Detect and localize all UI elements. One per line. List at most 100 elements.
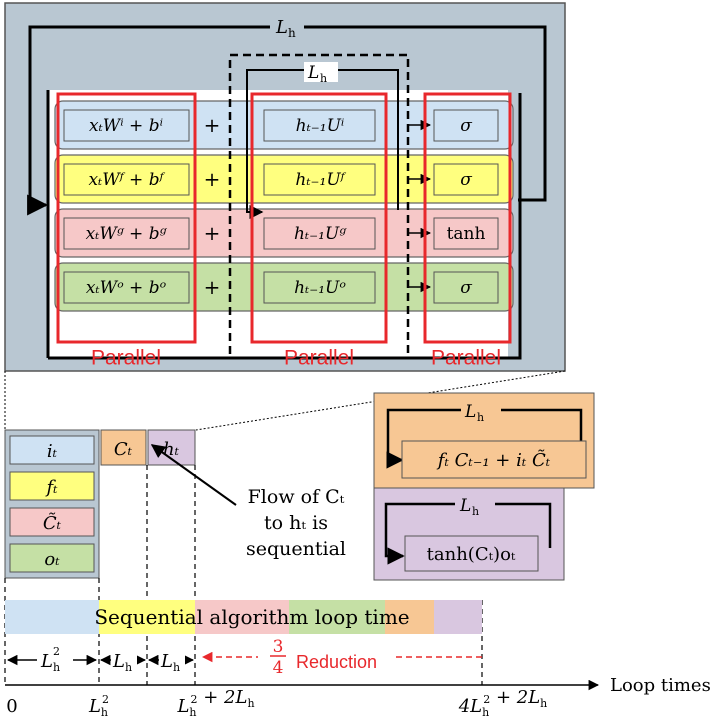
- hidden-update-loop-sub: h: [472, 505, 479, 518]
- gate-stack-label: fₜ: [44, 477, 58, 498]
- bar-seg-yellow: [99, 600, 195, 634]
- parallel-box-input: [56, 92, 197, 344]
- svg-text:2: 2: [53, 645, 60, 658]
- bar-seg-pink: [195, 600, 289, 634]
- gate-stack: iₜ fₜC̃ₜ oₜ: [4, 429, 100, 579]
- activation-box: [433, 271, 499, 304]
- recurrent-term-text: hₜ₋₁Uⁱ: [296, 116, 345, 136]
- recurrent-term-box: [263, 109, 376, 142]
- parallel-label-input: Parallel: [91, 346, 161, 369]
- axis-label: Loop times: [610, 675, 711, 696]
- input-term-text: xₜWᶠ + bᶠ: [88, 170, 165, 190]
- activation-box: [433, 217, 499, 250]
- input-term-box: [63, 109, 190, 142]
- input-term-text: xₜWᵒ + bᵒ: [86, 278, 167, 298]
- input-term-text: xₜWᵍ + bᵍ: [86, 224, 168, 244]
- recurrent-term-box: [263, 217, 376, 250]
- outer-loop-return: [518, 196, 547, 202]
- seg-label-2: L h: [111, 650, 137, 674]
- plus-operator: +: [204, 167, 221, 191]
- recurrent-term-text: hₜ₋₁Uᵍ: [294, 224, 347, 244]
- svg-text:L: L: [160, 651, 173, 672]
- outer-loop-label: L h: [270, 16, 304, 40]
- activation-box: [433, 109, 499, 142]
- cell-state-label: Cₜ: [114, 439, 133, 460]
- recurrent-term-text: hₜ₋₁Uᵒ: [294, 278, 346, 298]
- recurrent-term-box: [263, 271, 376, 304]
- gate-stack-item: [9, 435, 95, 465]
- seg-label-3: L h: [159, 650, 185, 674]
- activation-text: tanh: [447, 224, 486, 244]
- cell-update-panel: L h fₜ Cₜ₋₁ + iₜ C̃ₜ: [373, 392, 595, 489]
- bar-seg-orange: [385, 600, 434, 634]
- svg-text:L: L: [40, 651, 53, 672]
- input-term-box: [63, 217, 190, 250]
- panel-base-loop: [46, 90, 522, 360]
- cell-update-loop: [386, 408, 583, 469]
- hidden-update-formula: tanh(Cₜ)oₜ: [427, 544, 516, 565]
- outer-loop-arrow: [27, 25, 547, 216]
- gate-stack-label: oₜ: [44, 549, 60, 570]
- hidden-update-loop-main: L: [459, 496, 471, 516]
- cell-update-formula: fₜ Cₜ₋₁ + iₜ C̃ₜ: [436, 449, 551, 471]
- outer-loop-label-main: L: [275, 17, 288, 38]
- inner-loop-label-sub: h: [320, 72, 327, 85]
- parallel-label-recurrent: Parallel: [284, 346, 354, 369]
- gate-row: xₜWᵒ + bᵒ + hₜ₋₁Uᵒ σ: [54, 262, 514, 312]
- svg-text:h: h: [53, 661, 60, 674]
- parallel-box-activation: [423, 92, 512, 344]
- plus-operator: +: [204, 221, 221, 245]
- gate-row: xₜWᵍ + bᵍ + hₜ₋₁Uᵍ tanh: [54, 208, 514, 258]
- cell-update-loop-main: L: [464, 402, 476, 422]
- gate-stack-item: [9, 471, 95, 501]
- hidden-update-panel: L h tanh(Cₜ)oₜ: [373, 487, 565, 581]
- axis-tick-3: 4Lh2 + 2Lh: [458, 687, 548, 719]
- gate-row: xₜWⁱ + bⁱ + hₜ₋₁Uⁱ σ: [54, 100, 514, 150]
- axis-tick-2: Lh2 + 2Lh: [176, 687, 254, 719]
- parallel-label-activation: Parallel: [431, 346, 501, 369]
- plus-operator: +: [204, 113, 221, 137]
- recurrent-term-box: [263, 163, 376, 196]
- activation-text: σ: [460, 170, 472, 190]
- flow-note-line-2: to hₜ is: [264, 512, 328, 534]
- axis-tick-1: Lh2: [88, 693, 109, 719]
- gate-stack-label: C̃ₜ: [43, 512, 62, 534]
- plus-operator: +: [204, 275, 221, 299]
- hidden-update-loop: [384, 502, 552, 565]
- gate-stack-label: iₜ: [47, 441, 58, 462]
- recurrent-term-text: hₜ₋₁Uᶠ: [295, 170, 346, 190]
- dashed-recurrent-box: [228, 53, 410, 360]
- reduction-den: 4: [273, 658, 284, 678]
- reduction-num: 3: [273, 637, 284, 657]
- input-term-box: [63, 271, 190, 304]
- bar-seg-blue: [5, 600, 99, 634]
- bar-seg-green: [289, 600, 385, 634]
- input-term-text: xₜWⁱ + bⁱ: [89, 116, 163, 136]
- gate-stack-item: [9, 543, 95, 573]
- activation-text: σ: [460, 116, 472, 136]
- flow-note-line-1: Flow of Cₜ: [248, 486, 345, 508]
- reduction-label: Reduction: [296, 652, 377, 672]
- svg-text:h: h: [125, 661, 132, 674]
- activation-text: σ: [460, 278, 472, 298]
- axis-tick-0: 0: [6, 696, 17, 717]
- flow-arrow: [150, 444, 237, 506]
- gate-stack-item: [9, 507, 95, 537]
- cell-update-formula-box: [401, 440, 587, 479]
- hidden-state-label: hₜ: [163, 439, 180, 460]
- activation-box: [433, 163, 499, 196]
- inner-loop-label: L h: [304, 62, 338, 85]
- parallel-box-recurrent: [250, 92, 388, 344]
- gate-row: xₜWᶠ + bᶠ + hₜ₋₁Uᶠ σ: [54, 154, 514, 204]
- cell-update-loop-sub: h: [477, 411, 484, 424]
- inner-loop-label-main: L: [307, 63, 319, 83]
- bar-seg-purple: [434, 600, 482, 634]
- svg-text:L: L: [112, 651, 125, 672]
- outer-loop-label-sub: h: [288, 26, 296, 40]
- cell-state-box: Cₜ: [100, 429, 147, 466]
- seg-label-1: L h 2: [37, 645, 73, 674]
- input-term-box: [63, 163, 190, 196]
- flow-note-line-3: sequential: [246, 538, 346, 560]
- svg-text:h: h: [173, 661, 180, 674]
